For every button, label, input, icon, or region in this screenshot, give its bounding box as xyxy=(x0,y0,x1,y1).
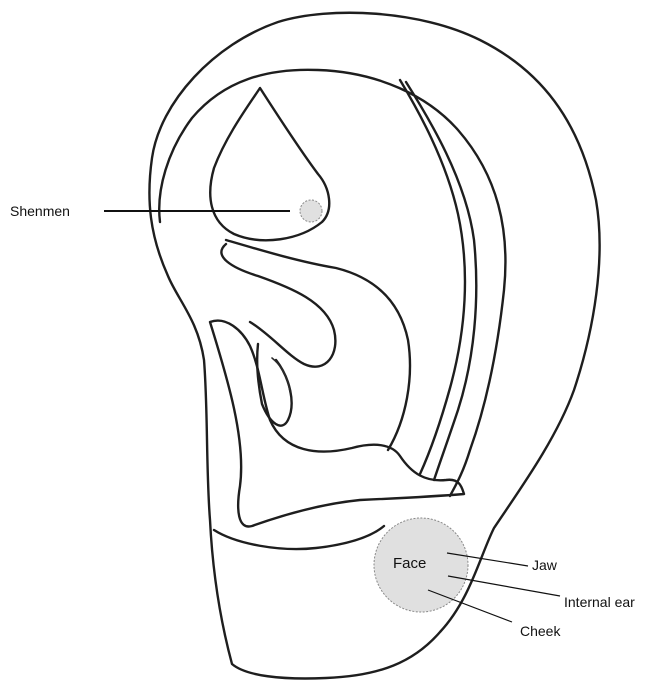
tragus-notch xyxy=(272,358,290,392)
cheek-label: Cheek xyxy=(520,623,561,639)
internal-ear-leader xyxy=(448,576,560,596)
internal-ear-label: Internal ear xyxy=(564,594,635,610)
face-group: Face Jaw Internal ear Cheek xyxy=(374,518,635,639)
antihelix-body xyxy=(226,240,410,450)
face-label: Face xyxy=(393,555,426,572)
shenmen-group: Shenmen xyxy=(10,200,322,222)
ear-outline xyxy=(149,13,599,679)
helix-inner xyxy=(159,70,505,496)
shenmen-label: Shenmen xyxy=(10,203,70,219)
shenmen-point[interactable] xyxy=(300,200,322,222)
antihelix-ridge xyxy=(221,244,335,367)
lobe-curve xyxy=(214,526,384,549)
jaw-label: Jaw xyxy=(532,557,558,573)
concha xyxy=(210,321,464,527)
